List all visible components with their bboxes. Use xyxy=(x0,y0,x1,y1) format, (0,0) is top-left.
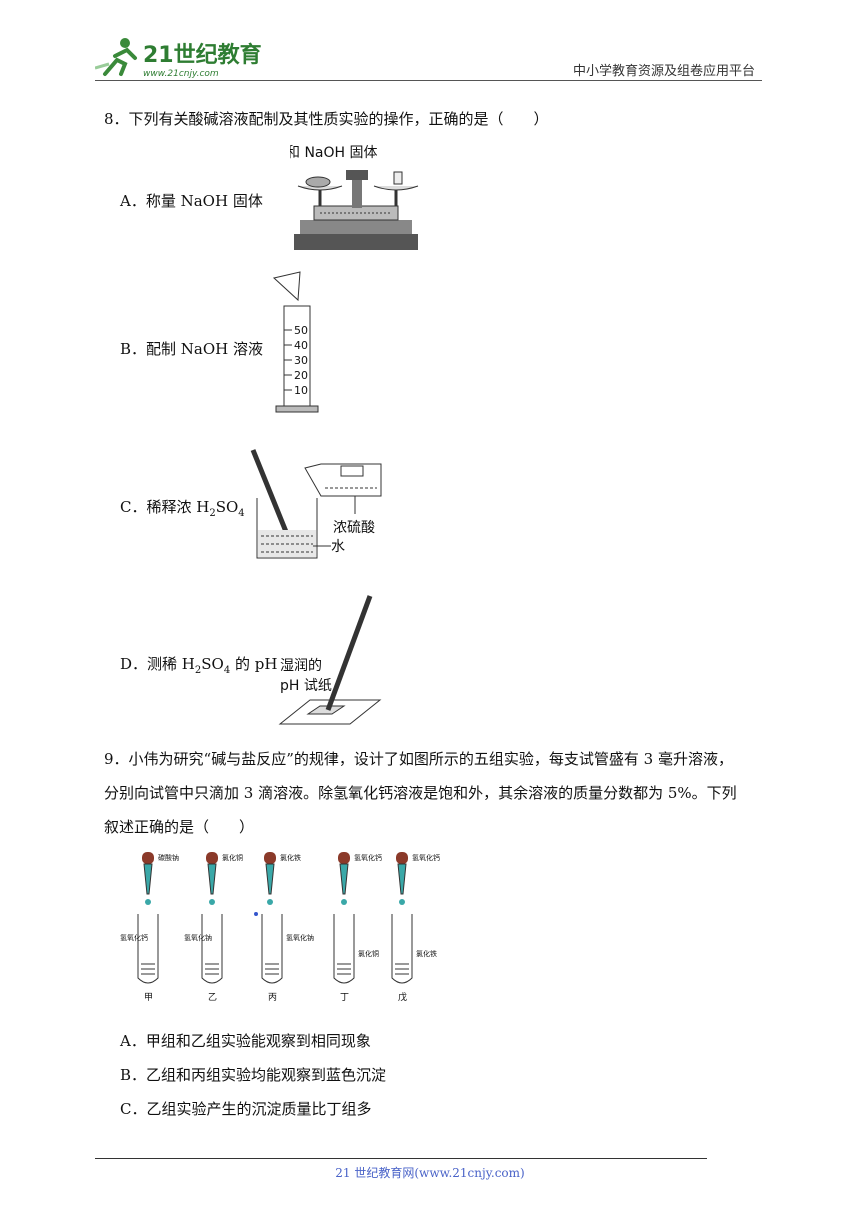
q8-figure-a-balance: 纸和 NaOH 固体 xyxy=(290,145,419,250)
svg-text:氢氧化钙: 氢氧化钙 xyxy=(354,853,382,862)
fig-c-acid-label: 浓硫酸 xyxy=(333,520,375,536)
svg-text:碳酸钠: 碳酸钠 xyxy=(158,853,179,862)
q8-option-b: B．配制 NaOH 溶液 xyxy=(120,340,264,358)
q9-line-2: 分别向试管中只滴加 3 滴溶液。除氢氧化钙溶液是饱和外，其余溶液的质量分数都为 … xyxy=(104,784,737,802)
q9-figure-tubes: 碳酸钠 氢氧化钙 甲 氯化铜 氢氧化钠 乙 氯化铁 氢氧化钠 丙 氢氧化 xyxy=(120,852,440,1003)
q8-option-c: C．稀释浓 H2SO4 xyxy=(120,498,245,519)
cylinder-ticks: 50 40 30 20 10 xyxy=(284,324,308,397)
q9-option-b: B．乙组和丙组实验均能观察到蓝色沉淀 xyxy=(120,1066,387,1084)
svg-text:氢氧化钠: 氢氧化钠 xyxy=(184,933,212,942)
tube-group-wu: 氢氧化钙 氯化铁 戊 xyxy=(391,852,440,1003)
tube-group-jia: 碳酸钠 氢氧化钙 甲 xyxy=(120,852,179,1003)
footer-link[interactable]: 21 世纪教育网(www.21cnjy.com) xyxy=(335,1166,525,1180)
fig-d-label-1: 湿润的 xyxy=(280,658,322,674)
header-slogan: 中小学教育资源及组卷应用平台 xyxy=(572,64,755,79)
svg-text:30: 30 xyxy=(294,354,308,367)
q8-figure-d-ph-paper: 湿润的 pH 试纸 xyxy=(278,595,382,725)
group-label-yi: 乙 xyxy=(208,992,217,1003)
svg-text:氯化铁: 氯化铁 xyxy=(280,853,301,862)
group-label-wu: 戊 xyxy=(398,991,407,1003)
svg-text:10: 10 xyxy=(294,384,308,397)
group-label-ding: 丁 xyxy=(340,993,349,1003)
q8-option-d: D．测稀 H2SO4 的 pH xyxy=(120,655,278,676)
q9-option-a: A．甲组和乙组实验能观察到相同现象 xyxy=(120,1032,371,1050)
q8-option-a: A．称量 NaOH 固体 xyxy=(120,192,263,210)
tube-group-bing: 氯化铁 氢氧化钠 丙 xyxy=(254,852,314,1003)
q9-option-c: C．乙组实验产生的沉淀质量比丁组多 xyxy=(120,1100,372,1118)
svg-text:氯化铜: 氯化铜 xyxy=(222,853,243,862)
group-label-jia: 甲 xyxy=(144,992,153,1003)
q8-stem: 8．下列有关酸碱溶液配制及其性质实验的操作，正确的是（ ） xyxy=(104,110,549,128)
svg-text:氯化铁: 氯化铁 xyxy=(416,949,437,958)
tube-group-ding: 氢氧化钙 氯化铜 丁 xyxy=(333,852,382,1003)
fig-d-label-2: pH 试纸 xyxy=(280,678,332,694)
q8-figure-c-dilution: 浓硫酸 水 xyxy=(250,449,382,559)
fig-a-label: 纸和 NaOH 固体 xyxy=(290,145,378,161)
svg-text:40: 40 xyxy=(294,339,308,352)
q9-line-1: 9．小伟为研究“碱与盐反应”的规律，设计了如图所示的五组实验，每支试管盛有 3 … xyxy=(104,750,733,768)
svg-text:氢氧化钙: 氢氧化钙 xyxy=(120,933,148,942)
q9-line-3: 叙述正确的是（ ） xyxy=(104,818,255,836)
svg-text:氢氧化钙: 氢氧化钙 xyxy=(412,853,440,862)
header-divider xyxy=(95,80,762,81)
group-label-bing: 丙 xyxy=(268,992,277,1003)
svg-text:氯化铜: 氯化铜 xyxy=(358,949,379,958)
logo-text: 21世纪教育 xyxy=(143,42,262,68)
svg-text:50: 50 xyxy=(294,324,308,337)
svg-text:氢氧化钠: 氢氧化钠 xyxy=(286,933,314,942)
q8-figure-b-cylinder: 50 40 30 20 10 xyxy=(272,271,319,413)
tube-group-yi: 氯化铜 氢氧化钠 乙 xyxy=(184,852,243,1003)
logo-url: www.21cnjy.com xyxy=(143,69,219,79)
footer-divider xyxy=(95,1158,707,1159)
site-logo: 21世纪教育 www.21cnjy.com xyxy=(94,34,265,80)
fig-c-water-label: 水 xyxy=(331,539,345,555)
runner-icon xyxy=(94,38,137,76)
svg-text:20: 20 xyxy=(294,369,308,382)
